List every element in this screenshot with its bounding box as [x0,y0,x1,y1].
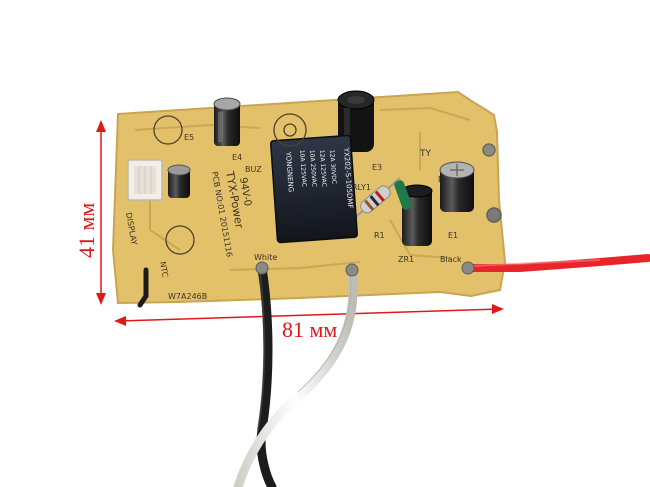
board-ntc: NTC [158,261,170,279]
r1-label: R1 [374,231,385,240]
ty-label: TY [419,149,431,159]
ntc-wire [137,267,149,308]
height-dimension [96,120,106,305]
width-dimension [114,304,504,326]
black-wire [256,263,277,487]
height-label: 41 мм [74,203,99,258]
white-wire [233,265,358,487]
display-connector [127,159,163,201]
relay-brand: YONGNENG [284,151,295,193]
capacitor-e4 [213,97,241,146]
cap-e4-label: E4 [232,153,242,162]
relay-ref-label: RLY1 [352,183,371,192]
relay-spec-4: 12A 30VDC [328,150,337,185]
capacitor-e1 [439,161,475,212]
board-rating: 94V-0 [237,177,253,207]
relay-spec-1: 10A 125VAC [298,150,308,187]
wire-white-label: White [254,253,277,262]
relay: YONGNENG YX202-S-105DMF 10A 125VAC 10A 2… [269,134,359,244]
capacitor-e5 [167,164,191,198]
width-label: 81 мм [282,317,337,342]
buzzer-footprint [153,113,307,255]
board-buzzer: BUZ [245,165,262,174]
relay-spec-3: 12A 125VAC [318,150,328,187]
board-code: W7A246B [168,292,207,301]
relay-spec-2: 10A 250VAC [308,150,318,187]
cap-e5-label: E5 [184,133,194,142]
diode-green [394,180,412,210]
zener-label: ZR1 [398,255,414,264]
cap-e1-label: E1 [448,231,458,240]
red-wire [464,254,650,272]
wire-black-label: Black [440,255,462,264]
cap-e3-label: E3 [372,163,382,172]
resistor [349,177,401,223]
